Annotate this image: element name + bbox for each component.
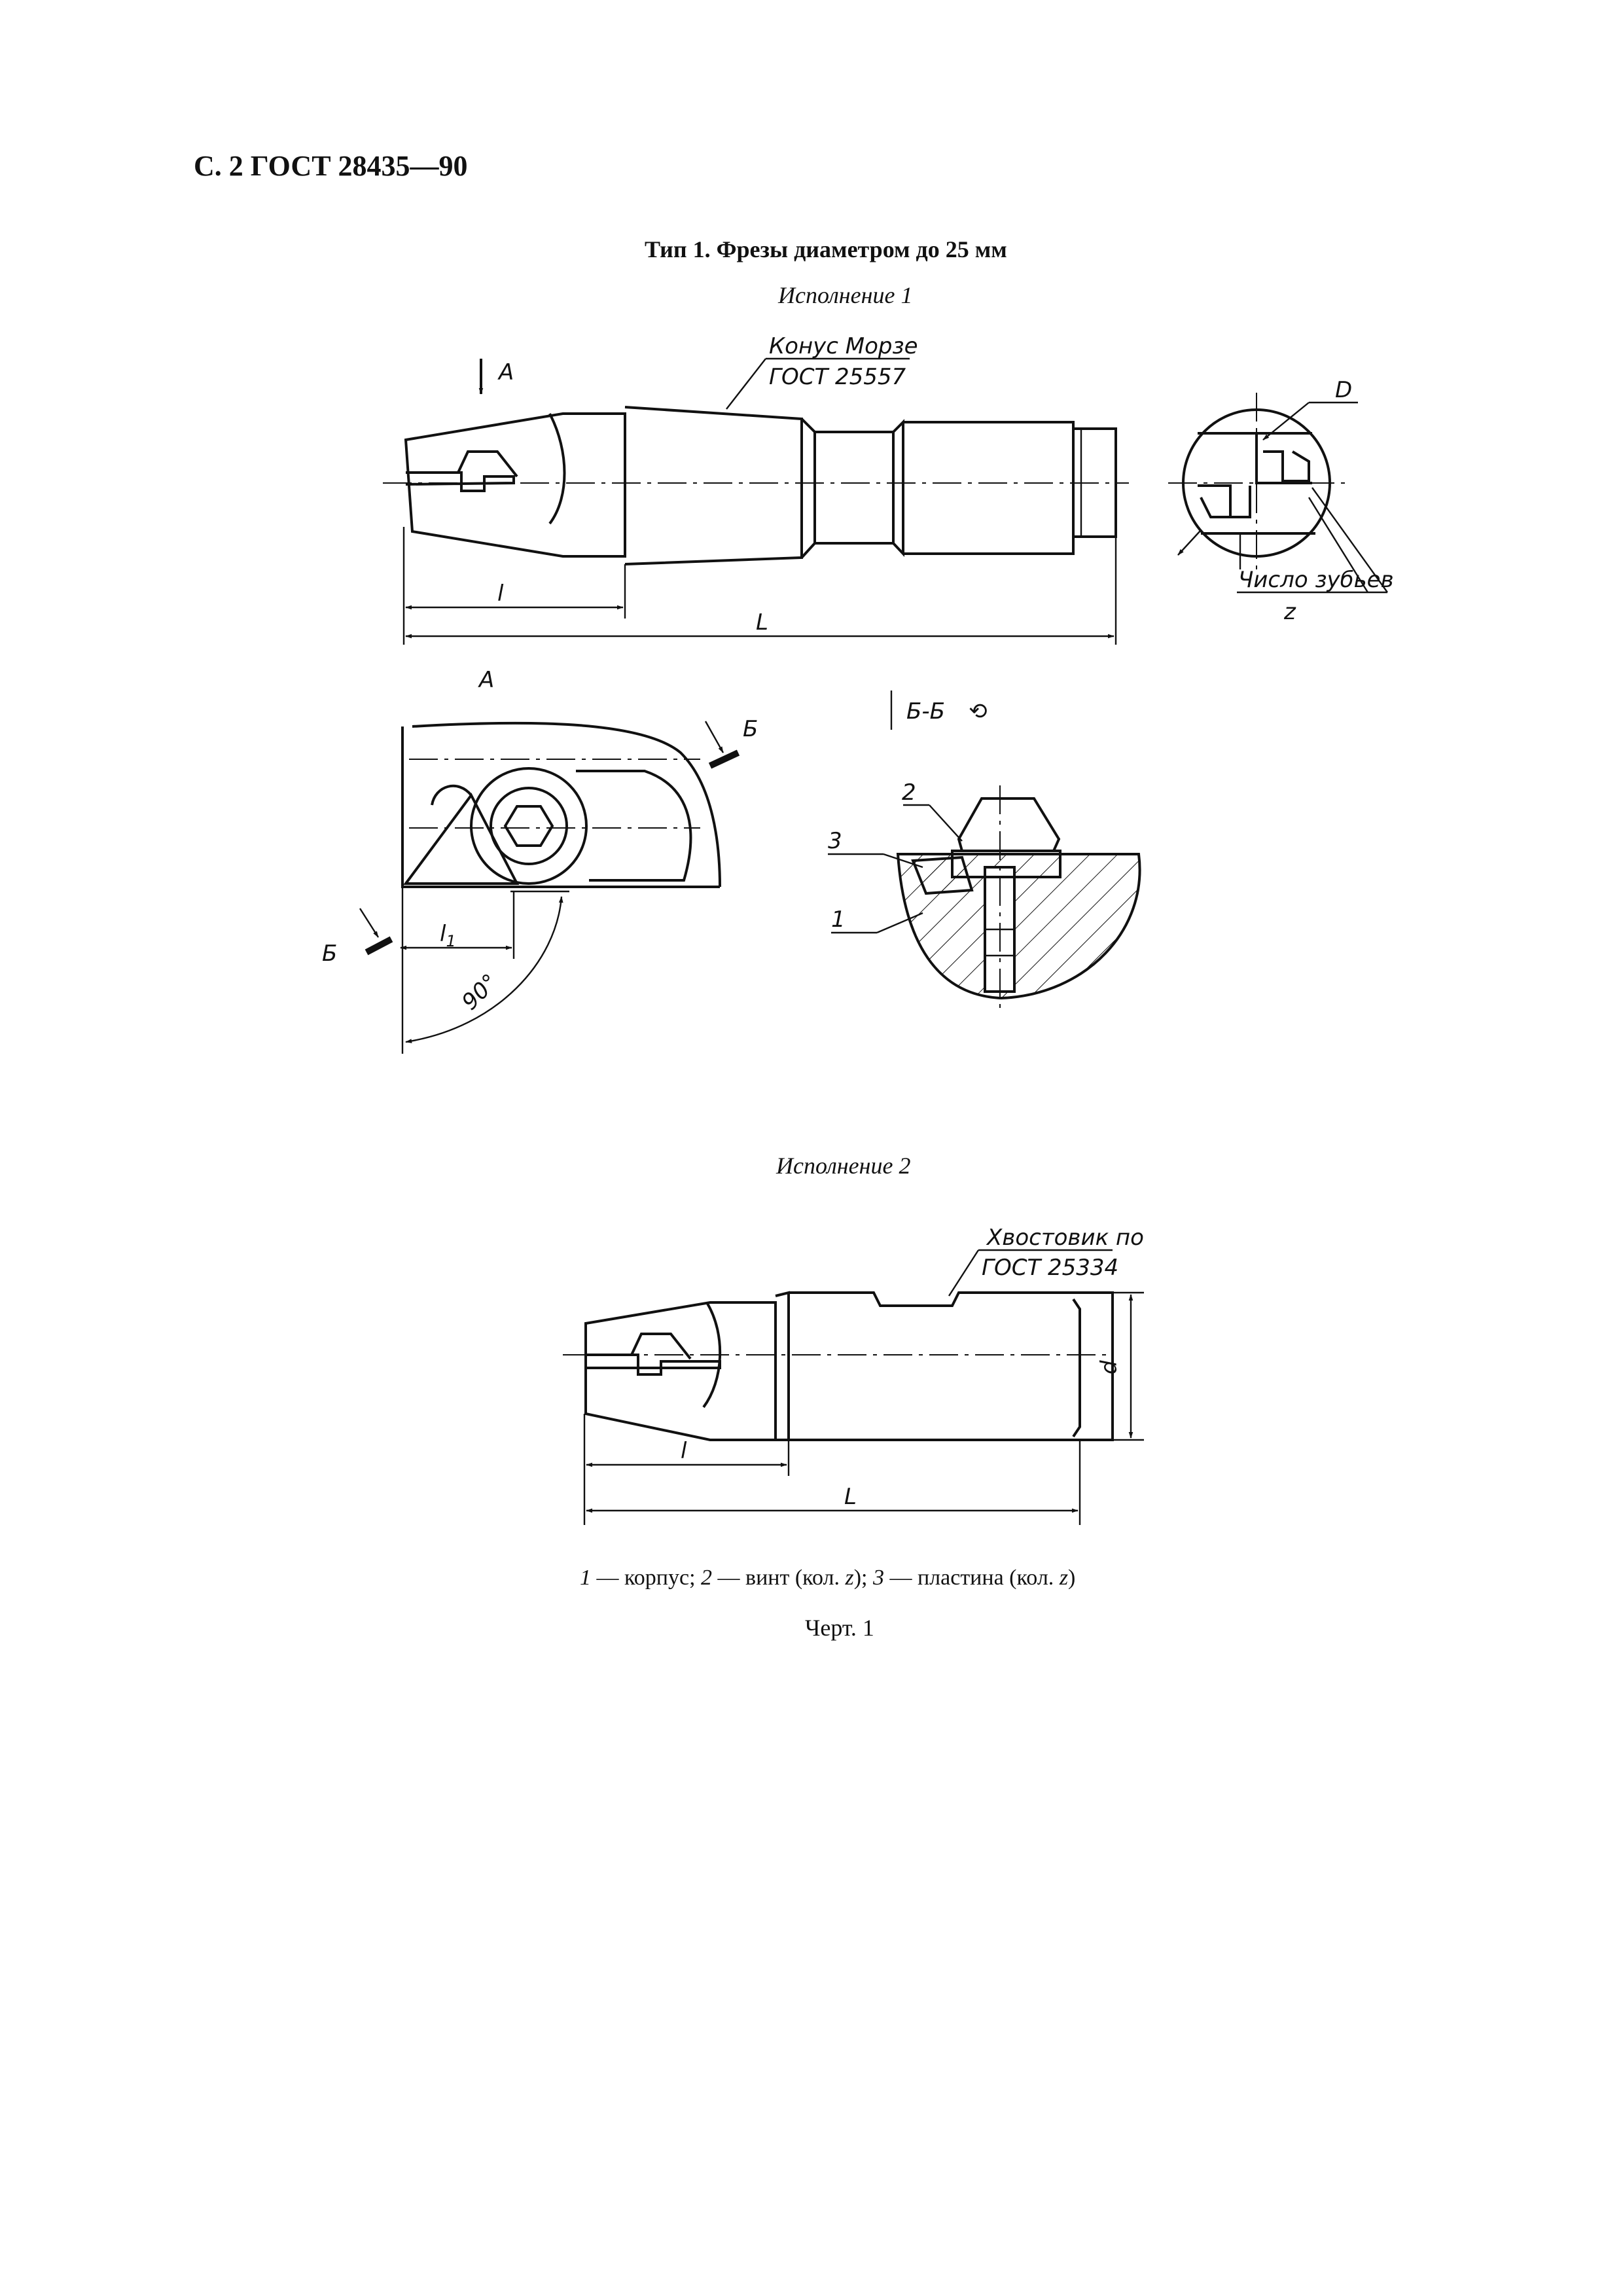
dim-l1-label: l1 [440,921,456,950]
view-a-title: А [478,667,494,693]
view-a-arrow-label: А [497,359,514,386]
callout-2: 2 [902,780,916,806]
dim-d-label: d [1096,1360,1122,1374]
insert-slot [405,471,515,492]
insert-plate [457,450,518,478]
rear-cylinder [903,421,1075,555]
cylindrical-shank [789,1291,1114,1441]
shank-label-line2: ГОСТ 25334 [982,1255,1118,1281]
section-bb: Б-Б ⟲ 2 3 1 [828,691,1141,1011]
view-a: А l1 90° Б Б [322,667,758,1054]
dim-L-label: L [756,609,768,636]
angle-label: 90° [457,969,503,1015]
morse-taper [624,406,803,565]
drawing-variant-1: А Конус Морзе ГОСТ 25557 l L [383,333,1129,645]
dim-l-label: l [497,581,504,607]
parts-legend: 1 — корпус; 2 — винт (кол. z); 3 — пласт… [580,1566,1076,1590]
section-mark-bottom: Б [322,941,337,967]
end-view: D Число зубьев z [1168,377,1394,625]
type-title: Тип 1. Фрезы диаметром до 25 мм [645,236,1007,262]
shank-label-line1: Хвостовик по [986,1225,1144,1251]
section-mark-top: Б [743,716,758,742]
section-title: Б-Б [906,698,945,725]
screw-head [470,767,588,885]
insert-plate-2 [630,1333,692,1360]
variant-1-title: Исполнение 1 [778,282,913,308]
dim-L-label-2: L [844,1484,857,1510]
figure-caption: Черт. 1 [805,1615,874,1641]
taper-label-line1: Конус Морзе [769,333,918,359]
rotate-symbol: ⟲ [969,698,989,725]
variant-2-title: Исполнение 2 [776,1153,911,1179]
diameter-D-label: D [1335,377,1352,403]
teeth-label-line1: Число зубьев [1238,567,1394,593]
cutter-head [404,412,626,558]
screw-cap [957,797,1061,852]
drawing-variant-2: Хвостовик по ГОСТ 25334 d l L [563,1225,1144,1525]
callout-3: 3 [828,828,842,854]
taper-label-line2: ГОСТ 25557 [769,364,906,390]
callout-1: 1 [831,906,846,933]
tang [1073,427,1117,538]
dim-l-label-2: l [681,1438,687,1464]
neck [815,431,895,545]
triangular-insert [403,793,520,885]
teeth-label-line2: z [1283,599,1296,625]
hex-socket [503,805,554,847]
page-header: С. 2 ГОСТ 28435—90 [194,150,468,182]
plate-section [911,855,974,895]
cutter-head-2 [584,1301,777,1441]
